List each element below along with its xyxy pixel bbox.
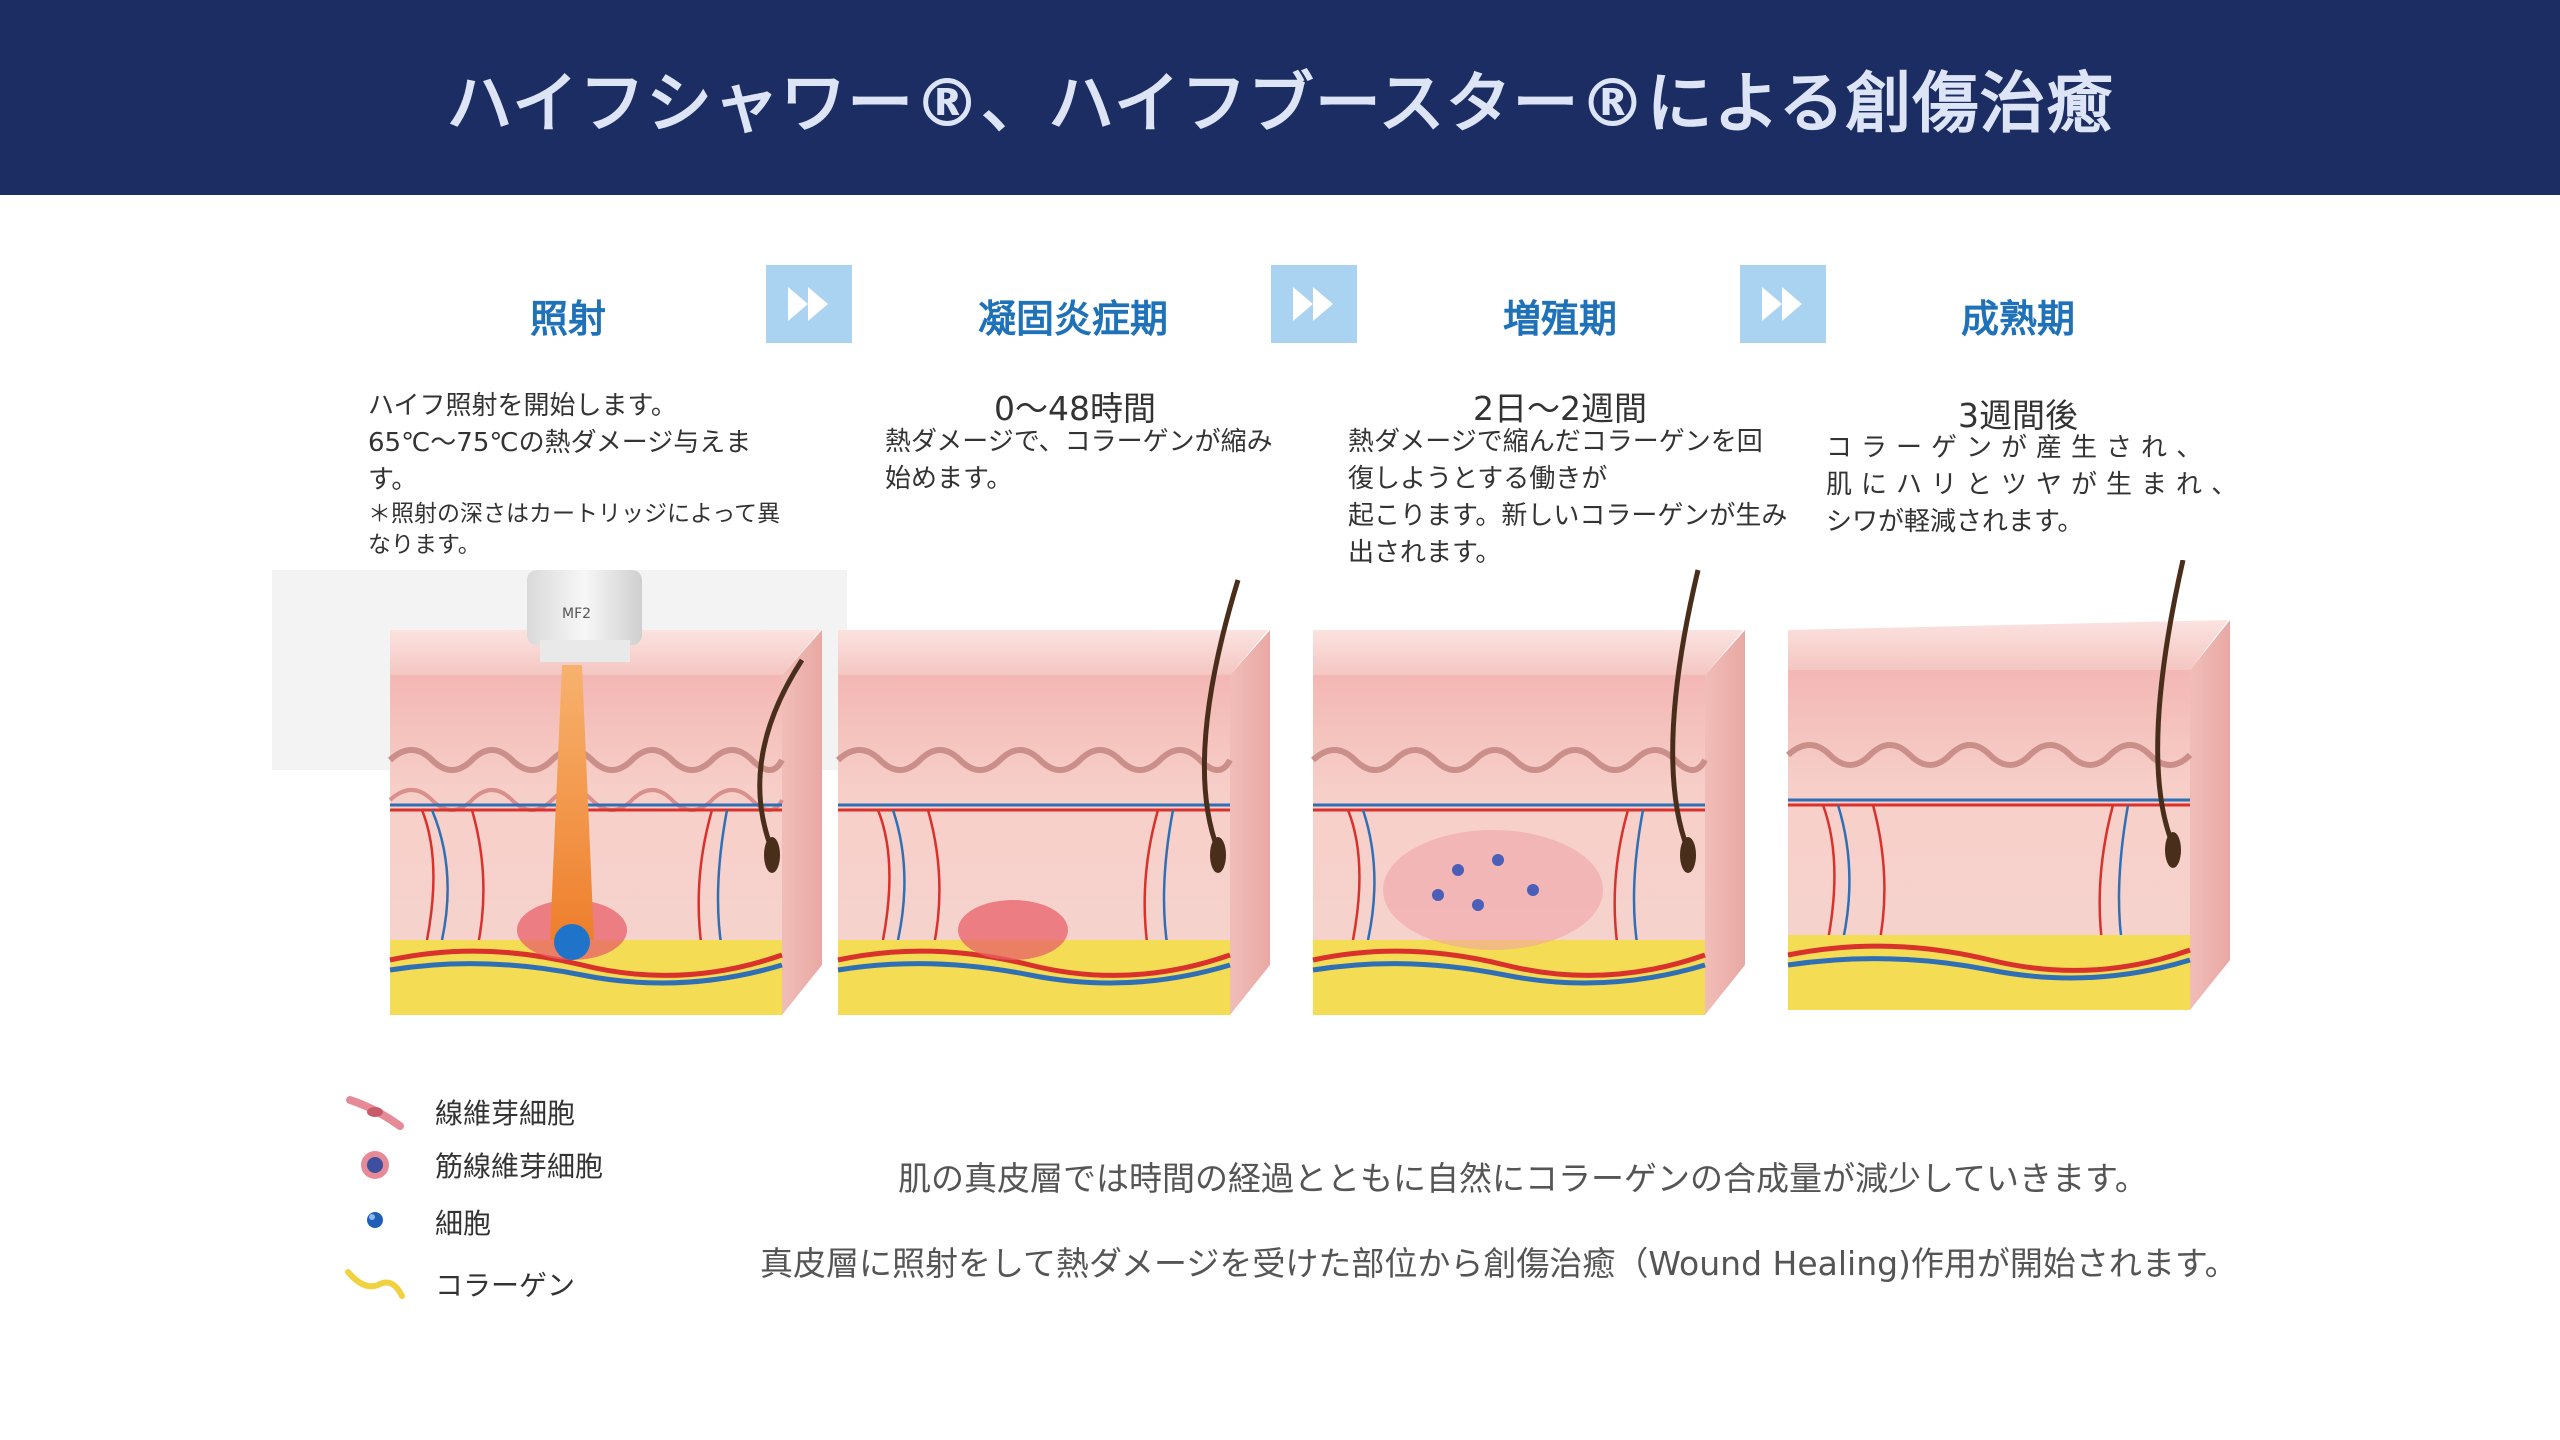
bottom-text-line2: 真皮層に照射をして熱ダメージを受けた部位から創傷治癒（Wound Healing… — [760, 1244, 2238, 1283]
stage-desc-maturation: コラーゲンが産生され、 肌にハリとツヤが生まれ、 シワが軽減されます。 — [1826, 433, 2247, 537]
fast-forward-icon — [1762, 287, 1802, 321]
collagen-icon — [345, 1269, 405, 1299]
stage-desc-inflammation: 熱ダメージで、コラーゲンが縮み 始めます。 — [885, 427, 1273, 494]
time-label-proliferation: 2日～2週間 — [1473, 389, 1647, 428]
stage-desc-irradiation: ハイフ照射を開始します。 65℃～75℃の熱ダメージ与えま す。 ＊照射の深さは… — [368, 391, 781, 558]
device-label: MF2 — [562, 606, 591, 622]
bottom-text-line1: 肌の真皮層では時間の経過とともに自然にコラーゲンの合成量が減少していきます。 — [898, 1159, 2148, 1198]
legend-item-fibroblast: 線維芽細胞 — [345, 1090, 575, 1134]
skin-diagram-inflammation — [835, 579, 1270, 1015]
time-label-maturation: 3週間後 — [1958, 396, 2078, 435]
myofibroblast-icon — [361, 1151, 389, 1179]
legend-item-cell: 細胞 — [345, 1200, 491, 1244]
skin-diagram-proliferation — [1310, 569, 1745, 1015]
cell-icon — [367, 1212, 383, 1228]
stage-title-inflammation: 凝固炎症期 — [977, 297, 1168, 341]
skin-diagram-maturation — [1785, 560, 2230, 1010]
time-label-inflammation: 0～48時間 — [994, 389, 1156, 428]
legend-item-collagen: コラーゲン — [345, 1262, 575, 1306]
next-arrow-3 — [1740, 265, 1826, 343]
next-arrow-2 — [1271, 265, 1357, 343]
page-title: ハイフシャワー®、ハイフブースター®による創傷治癒 — [446, 64, 2114, 142]
stage-title-irradiation: 照射 — [529, 297, 606, 341]
fast-forward-icon — [788, 287, 828, 321]
skin-diagram-irradiation: MF2 — [272, 570, 847, 1015]
stage-desc-proliferation: 熱ダメージで縮んだコラーゲンを回 復しようとする働きが 起こります。新しいコラー… — [1348, 427, 1788, 568]
stage-title-proliferation: 増殖期 — [1502, 297, 1617, 341]
header-bar: ハイフシャワー®、ハイフブースター®による創傷治癒 — [0, 0, 2560, 195]
next-arrow-1 — [766, 265, 852, 343]
legend-item-myofibroblast: 筋線維芽細胞 — [345, 1143, 603, 1187]
fast-forward-icon — [1293, 287, 1333, 321]
fibroblast-icon — [346, 1096, 404, 1130]
stage-title-maturation: 成熟期 — [1960, 297, 2075, 341]
